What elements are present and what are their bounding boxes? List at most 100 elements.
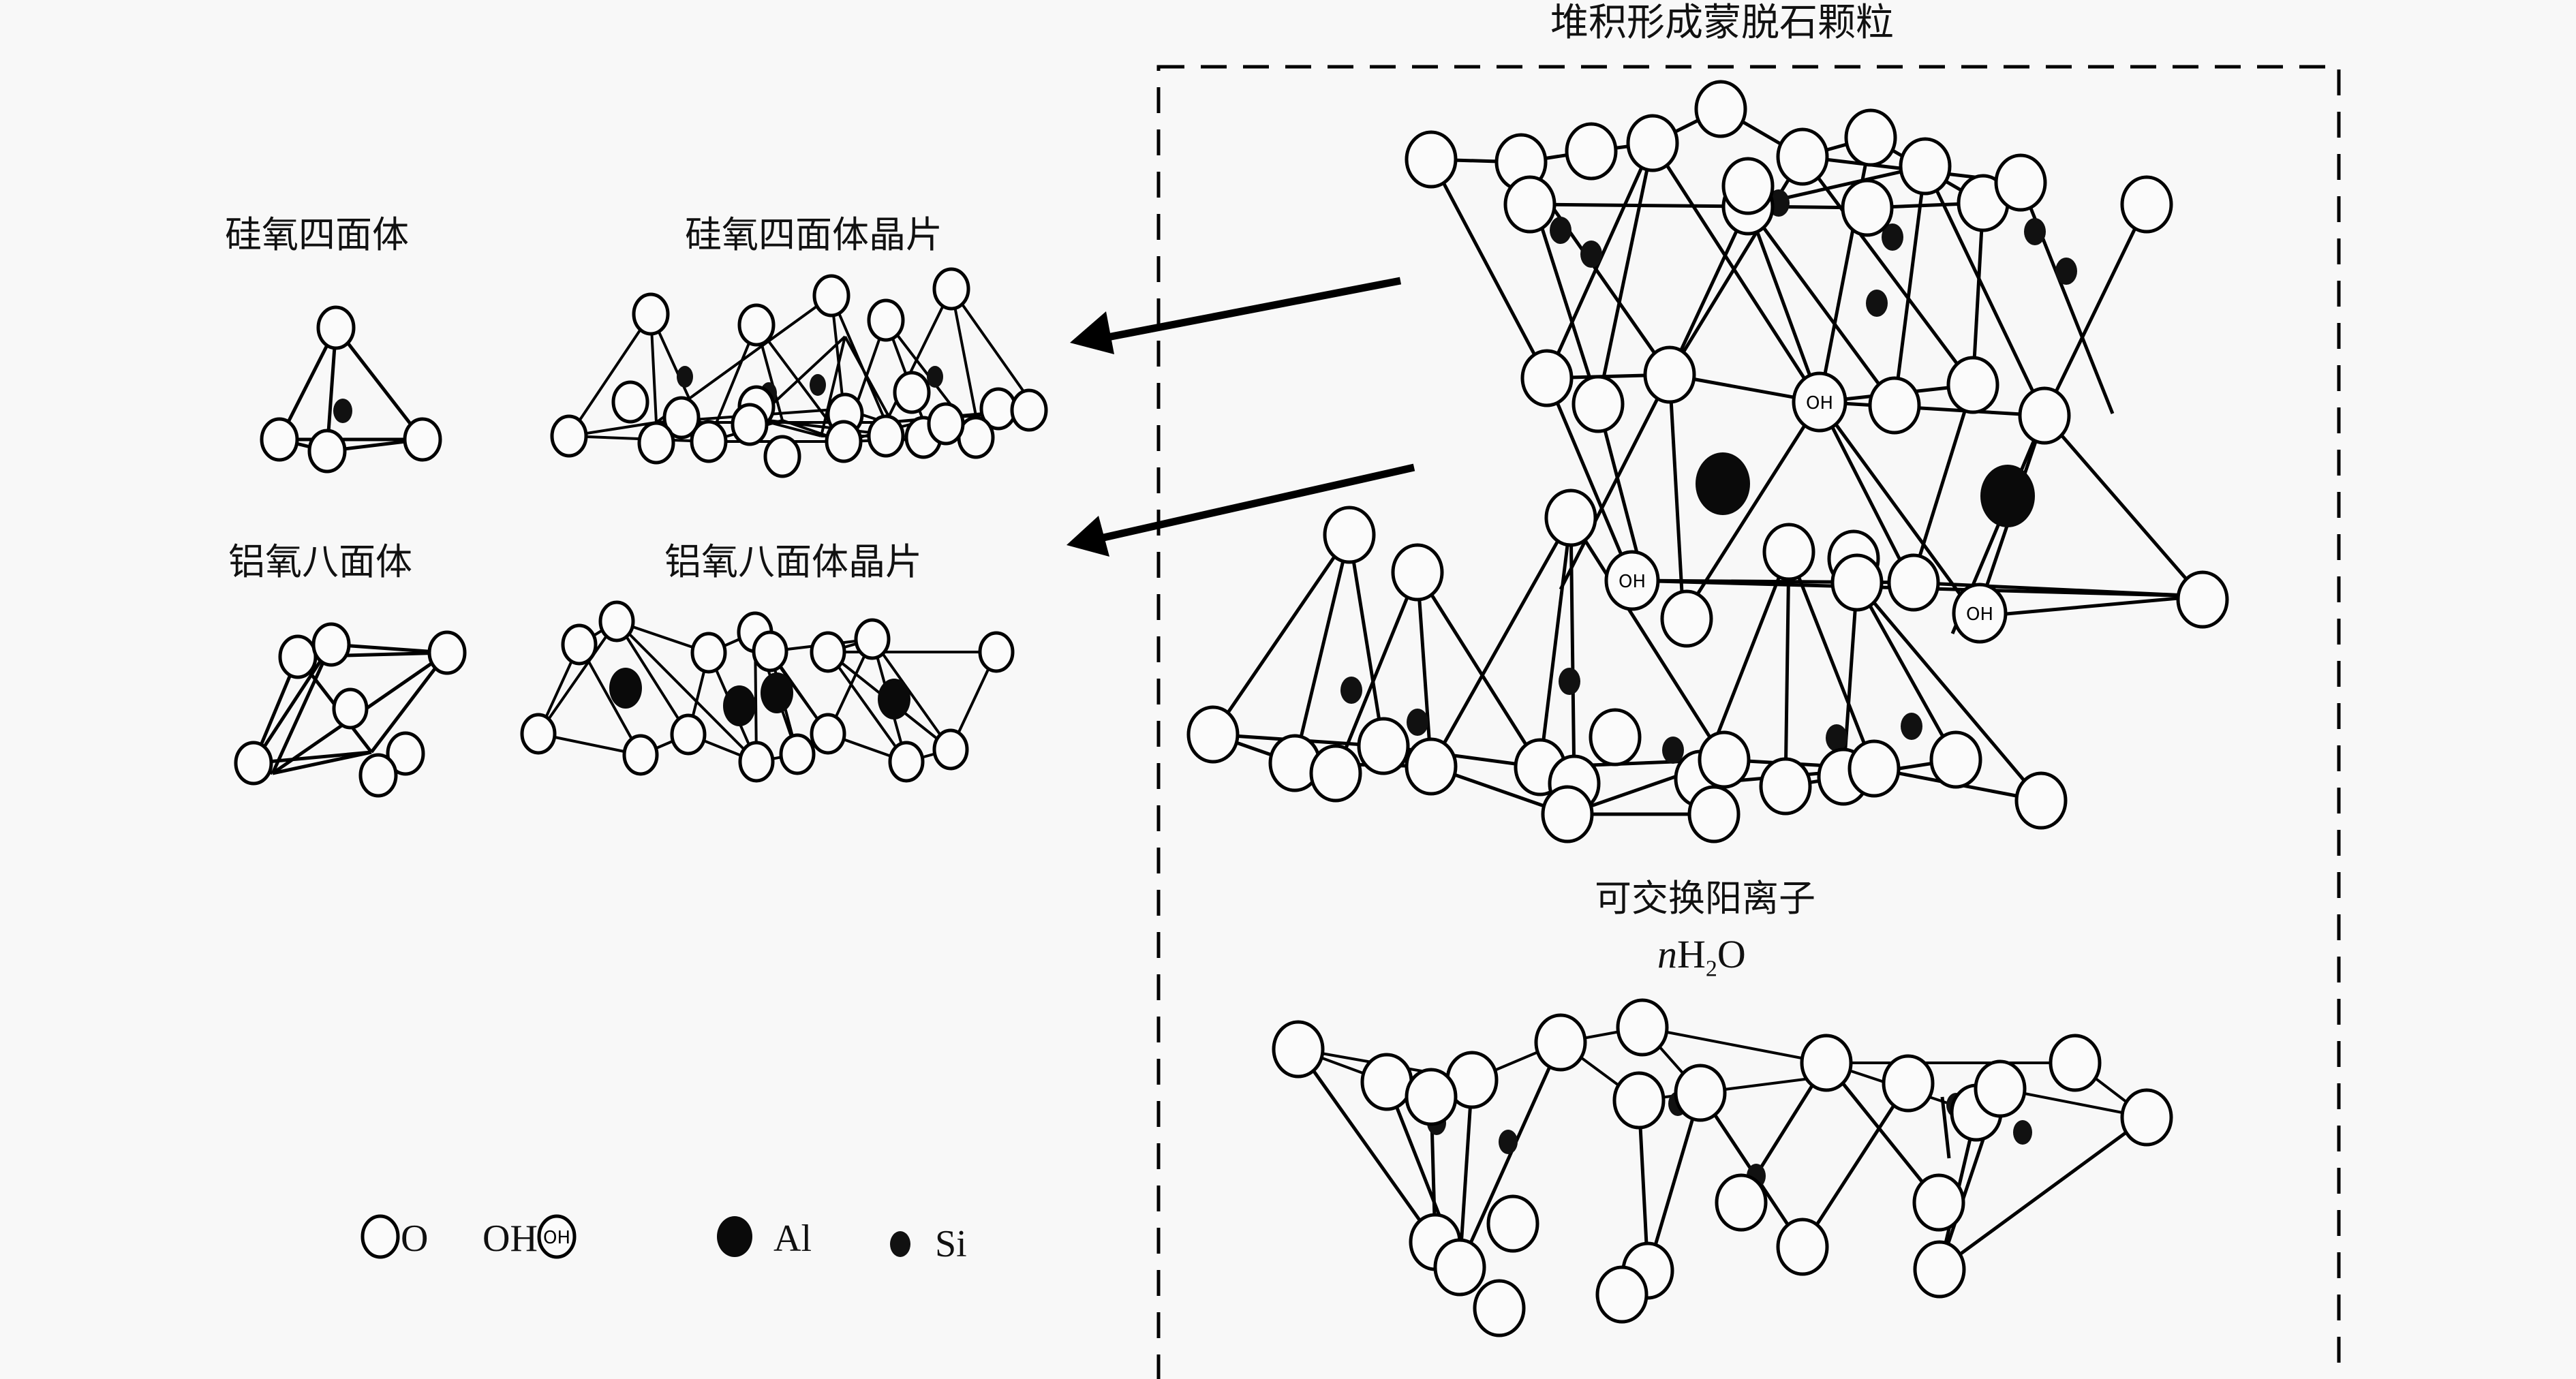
oxygen-atom xyxy=(1912,1173,1965,1232)
hydroxyl-atom-icon: OH xyxy=(537,1214,577,1259)
silicon-atom xyxy=(1901,713,1922,740)
oxygen-atom xyxy=(316,305,356,350)
bond-line xyxy=(615,620,758,763)
oxygen-atom xyxy=(403,417,442,462)
oxygen-atom xyxy=(550,414,588,458)
bond-line xyxy=(1458,1041,1563,1269)
bond-line xyxy=(950,288,1037,410)
oxygen-atom xyxy=(690,632,727,674)
bond-line xyxy=(2043,414,2203,598)
bond-line xyxy=(578,644,642,756)
arrow-to-si-sheet xyxy=(1070,277,1402,354)
bond-line xyxy=(1855,581,1958,761)
silicon-atom xyxy=(1866,290,1888,317)
oxygen-atom xyxy=(2014,771,2068,830)
oxygen-atom xyxy=(1433,1238,1486,1297)
oxygen-atom xyxy=(1010,388,1048,432)
bond-line xyxy=(251,643,333,764)
oxygen-atom xyxy=(812,274,850,317)
oxygen-atom xyxy=(1698,730,1751,789)
oh-atom-label: OH xyxy=(1806,393,1833,414)
bond-line xyxy=(1940,1096,1951,1159)
legend-label-o: O xyxy=(401,1218,429,1260)
bond-line xyxy=(1415,571,1542,769)
oxygen-atom xyxy=(738,741,775,783)
oxygen-atom xyxy=(1595,1265,1649,1324)
bond-line xyxy=(1383,744,1541,769)
bond-line xyxy=(1818,401,1978,618)
oxygen-atom xyxy=(2120,1088,2173,1147)
bond-line xyxy=(253,750,372,765)
oxygen-atom xyxy=(1974,1059,2027,1118)
legend-oh-glyph: OH xyxy=(543,1228,570,1248)
oxygen-atom xyxy=(386,731,425,776)
bond-line xyxy=(1923,165,2046,417)
oxygen-atom xyxy=(1565,122,1618,181)
oxygen-atom xyxy=(932,267,970,311)
bond-line xyxy=(335,326,424,441)
hydroxyl-atom xyxy=(1952,583,2008,644)
bond-line xyxy=(2042,203,2149,417)
oxygen-atom xyxy=(1687,785,1741,843)
oxygen-atom xyxy=(1544,489,1597,547)
oxygen-atom xyxy=(278,634,318,679)
hydroxyl-atom-circle xyxy=(537,1214,577,1259)
oxygen-atom xyxy=(311,622,351,667)
bond-line xyxy=(1569,516,1726,761)
oxygen-atom xyxy=(932,728,969,771)
oxygen-atom xyxy=(1360,1053,1413,1111)
oxygen-atom xyxy=(1841,179,1894,237)
legend-label-si: Si xyxy=(935,1223,967,1265)
oxygen-atom xyxy=(1776,127,1829,186)
arrow-to-al-sheet xyxy=(1067,463,1415,557)
oxygen-atom xyxy=(1844,108,1897,167)
oxygen-atom xyxy=(1626,114,1679,172)
legend-label-oh: OH xyxy=(482,1218,538,1260)
oxygen-atom xyxy=(810,631,846,673)
bond-line xyxy=(1596,142,1655,405)
bond-line xyxy=(1825,1062,1940,1204)
aluminum-atom xyxy=(761,672,793,713)
label-exchangeable-cations: 可交换阳离子 xyxy=(1595,877,1815,920)
oxygen-atom xyxy=(637,421,675,465)
silicon-atom xyxy=(1550,217,1571,244)
label-al-sheet: 铝氧八面体晶片 xyxy=(664,540,922,583)
silicon-atom xyxy=(2055,258,2077,285)
bond-line xyxy=(2019,182,2115,414)
bond-line xyxy=(1638,1075,1827,1102)
silicon-atom xyxy=(1407,709,1428,736)
bond-line xyxy=(1211,533,1351,736)
oxygen-atom xyxy=(1994,153,2047,212)
legend-label-al: Al xyxy=(773,1218,812,1260)
oxygen-atom xyxy=(260,417,299,462)
bond-line xyxy=(1569,517,1576,784)
bond-line xyxy=(1668,205,1750,376)
oxygen-atom xyxy=(358,753,398,798)
bond-line xyxy=(1545,377,1634,581)
oxygen-atom xyxy=(1405,1068,1458,1126)
bond-line xyxy=(272,750,372,775)
oxygen-atom xyxy=(611,380,649,424)
oxygen-atom xyxy=(1721,157,1775,215)
arrow-head xyxy=(1067,516,1109,557)
silicon-atom-icon xyxy=(890,1231,910,1257)
oxygen-atom xyxy=(854,618,891,660)
bond-line xyxy=(1334,572,1420,774)
aluminum-atom xyxy=(1696,452,1750,515)
oxygen-atom xyxy=(1323,506,1376,564)
silicon-atom xyxy=(1882,223,1903,251)
bond-line xyxy=(1559,373,1672,591)
oxygen-atom xyxy=(1715,1173,1768,1232)
oxygen-atom xyxy=(1405,130,1458,189)
silicon-atom xyxy=(1559,668,1580,695)
bond-line xyxy=(1642,1026,1827,1064)
oxygen-atom xyxy=(737,303,776,347)
oxygen-atom xyxy=(1847,739,1901,798)
oxygen-atom xyxy=(1674,1064,1727,1122)
oxygen-atom xyxy=(520,713,557,755)
oxygen-atom xyxy=(1473,1279,1526,1337)
bond-line xyxy=(1538,517,1573,768)
atom-layer xyxy=(234,80,2229,1337)
oxygen-atom xyxy=(1946,356,1999,414)
oxygen-atom xyxy=(1694,80,1747,138)
